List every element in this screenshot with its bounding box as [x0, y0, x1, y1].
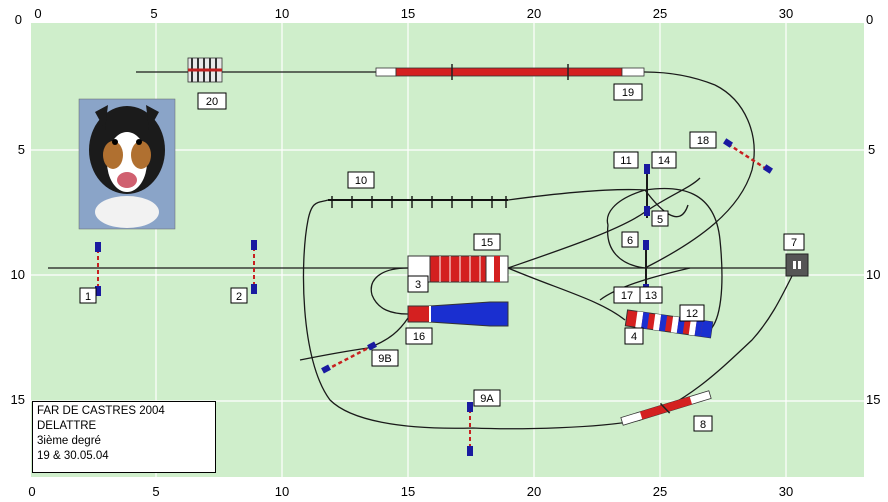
y-axis-left: 0 5 10 15 [11, 12, 25, 407]
label-11: 11 [620, 155, 631, 167]
x-tick-bottom: 5 [152, 484, 159, 499]
y-tick-left: 0 [15, 12, 22, 27]
y-tick-right: 5 [868, 142, 875, 157]
label-9a: 9A [480, 393, 494, 405]
x-tick-top: 30 [779, 6, 793, 21]
x-tick-top: 20 [527, 6, 541, 21]
label-6: 6 [627, 235, 633, 247]
x-tick-top: 5 [150, 6, 157, 21]
label-18: 18 [697, 135, 709, 147]
y-axis-right: 0 5 10 15 [866, 12, 880, 407]
y-tick-left: 10 [11, 267, 25, 282]
y-tick-right: 10 [866, 267, 880, 282]
obstacle-9a-jump [467, 402, 473, 456]
label-5: 5 [657, 214, 663, 226]
x-tick-bottom: 30 [779, 484, 793, 499]
x-tick-top: 25 [653, 6, 667, 21]
obstacle-18-jump [723, 138, 773, 174]
label-8: 8 [700, 419, 706, 431]
label-2: 2 [236, 291, 242, 303]
label-17: 17 [621, 290, 633, 302]
x-axis-top: 0 5 10 15 20 25 30 [34, 6, 793, 21]
obstacle-4-12-tunnel [624, 309, 714, 339]
label-3: 3 [415, 279, 421, 291]
x-tick-bottom: 15 [401, 484, 415, 499]
course-info-box: FAR DE CASTRES 2004 DELATTRE 3ième degré… [32, 401, 216, 473]
label-20: 20 [206, 96, 218, 108]
obstacle-10-weave [328, 196, 508, 208]
y-tick-left: 15 [11, 392, 25, 407]
label-14: 14 [658, 155, 670, 167]
obstacle-5-14-jump [644, 164, 650, 218]
label-15: 15 [481, 237, 493, 249]
x-tick-top: 10 [275, 6, 289, 21]
obstacle-9b-jump [321, 341, 377, 374]
x-tick-bottom: 25 [653, 484, 667, 499]
label-12: 12 [686, 308, 698, 320]
obstacle-7-table [785, 253, 809, 277]
x-tick-top: 15 [401, 6, 415, 21]
judge-name: DELATTRE [37, 420, 97, 432]
label-13: 13 [645, 290, 657, 302]
dog-photo [78, 98, 176, 230]
event-name: FAR DE CASTRES 2004 [37, 405, 165, 417]
label-4: 4 [631, 331, 637, 343]
obstacle-19-dogwalk [375, 64, 645, 80]
obstacle-20-wall [187, 57, 223, 83]
grade-level: 3ième degré [37, 435, 101, 447]
y-tick-right: 0 [866, 12, 873, 27]
x-tick-top: 0 [34, 6, 41, 21]
x-tick-bottom: 10 [275, 484, 289, 499]
label-10: 10 [355, 175, 367, 187]
x-axis-bottom: 0 5 10 15 20 25 30 [28, 484, 793, 499]
obstacle-15-tunnel [407, 255, 509, 283]
label-9b: 9B [378, 353, 391, 365]
y-tick-right: 15 [866, 392, 880, 407]
event-dates: 19 & 30.05.04 [37, 450, 109, 462]
label-1: 1 [85, 291, 91, 303]
obstacle-2-jump [251, 240, 257, 294]
y-tick-left: 5 [18, 142, 25, 157]
x-tick-bottom: 0 [28, 484, 35, 499]
obstacle-8-seesaw [620, 390, 712, 426]
label-19: 19 [622, 87, 634, 99]
obstacle-labels: 1 2 3 4 5 6 7 8 9A 9B 10 11 12 13 14 15 [79, 83, 805, 432]
x-tick-bottom: 20 [527, 484, 541, 499]
label-7: 7 [791, 237, 797, 249]
label-16: 16 [413, 331, 425, 343]
obstacle-16-chute [407, 301, 509, 327]
obstacle-1-jump [95, 242, 101, 296]
